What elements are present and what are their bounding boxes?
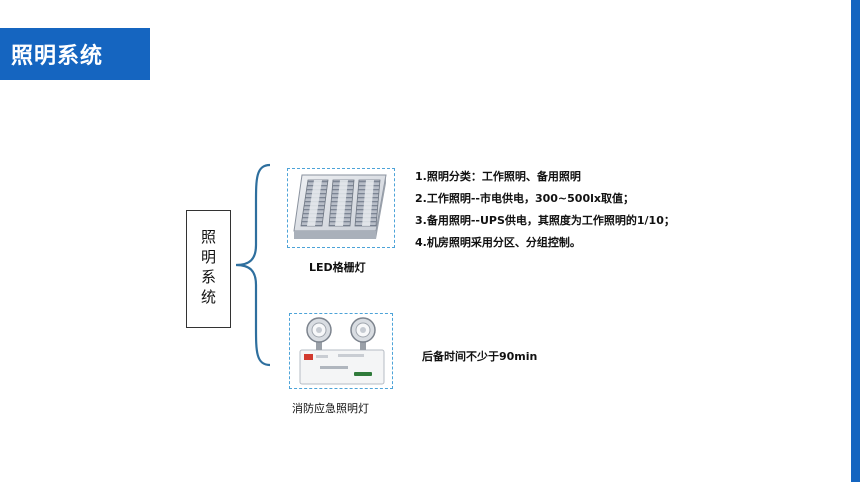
title-banner: 照明系统 [0, 28, 150, 80]
led-grille-light-image [287, 168, 395, 248]
emergency-light-icon [299, 317, 385, 385]
page-title: 照明系统 [11, 44, 104, 69]
system-label: 照明系统 [199, 229, 217, 309]
list-item: 1.照明分类：工作照明、备用照明 [415, 170, 581, 183]
lighting-points-list: 1.照明分类：工作照明、备用照明 2.工作照明--市电供电，300~500lx取… [415, 166, 675, 254]
emergency-light-image [289, 313, 393, 389]
system-box: 照明系统 [186, 210, 231, 328]
led-caption: LED格栅灯 [309, 261, 366, 274]
right-accent-bar [851, 0, 860, 482]
list-item: 3.备用照明--UPS供电，其照度为工作照明的1/10； [415, 214, 675, 227]
emergency-caption: 消防应急照明灯 [292, 402, 369, 415]
list-item: 4.机房照明采用分区、分组控制。 [415, 236, 581, 249]
curly-brace [235, 163, 271, 367]
list-item: 2.工作照明--市电供电，300~500lx取值； [415, 192, 634, 205]
backup-time-note: 后备时间不少于90min [422, 350, 538, 363]
led-grille-light-icon [293, 174, 387, 239]
